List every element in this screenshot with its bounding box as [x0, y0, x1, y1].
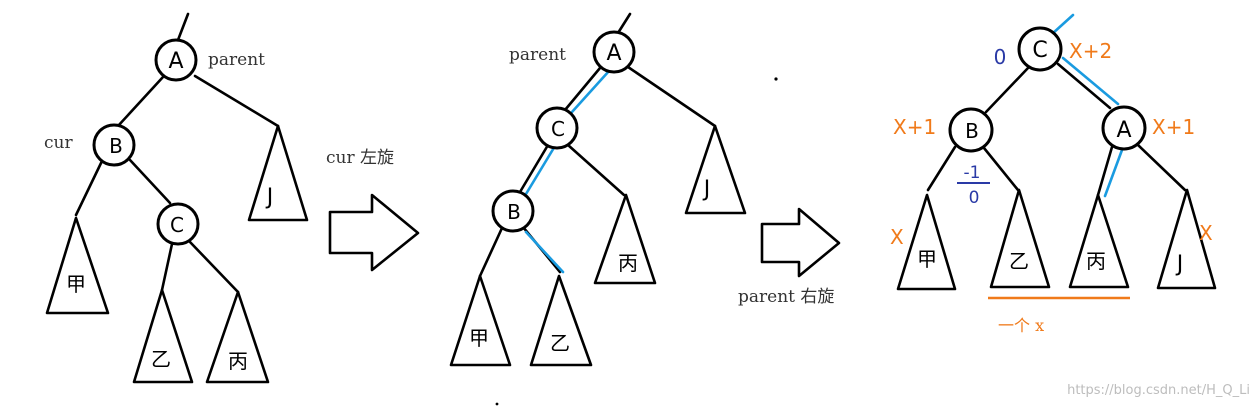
diagram-before: 甲 乙 丙 J A B C parent cur: [44, 12, 309, 384]
node-b-circle: [92, 123, 136, 167]
arrow-left-rotate: cur 左旋: [326, 148, 420, 272]
subtree2-yi-label: 乙: [550, 331, 570, 355]
node-a-circle: [154, 38, 198, 82]
subtree3-j-triangle: [1156, 188, 1217, 290]
node3-c-circle: [1017, 26, 1063, 72]
edge2-c-bing: [566, 143, 626, 197]
arrow2-label: parent 右旋: [738, 287, 834, 307]
node3-c-label: C: [1032, 38, 1047, 63]
subtree2-jia-label: 甲: [469, 326, 489, 350]
subtree-yi-triangle: [132, 288, 194, 384]
arrow1-shape: [328, 193, 420, 272]
subtree3-bing-triangle: [1068, 193, 1130, 289]
edge3-a-bing: [1096, 145, 1114, 197]
subtree3-yi-label: 乙: [1009, 249, 1029, 273]
edge-c-yi: [160, 242, 174, 292]
watermark-text: https://blog.csdn.net/H_Q_Li: [1067, 383, 1250, 398]
subtree-jia-triangle: [45, 216, 110, 315]
edge-a-j: [193, 74, 280, 128]
blue-stroke-a-bing: [1103, 148, 1124, 198]
subtree3-jia-triangle: [896, 193, 957, 291]
subtree-yi-label: 乙: [151, 347, 171, 371]
edge-a-b: [116, 75, 165, 128]
edge-b-jia: [74, 159, 104, 217]
blue-stroke-c-a: [1061, 56, 1120, 106]
node-a-label: A: [168, 49, 183, 74]
subtree-j-label: J: [265, 185, 274, 210]
subtree2-j-triangle: [684, 124, 747, 215]
edge3-c-b: [984, 66, 1030, 114]
height-bracket-label: 一个 x: [998, 316, 1044, 335]
node3-b-circle: [948, 107, 994, 153]
edge2-c-b: [518, 143, 550, 194]
subtree2-j-label: J: [702, 177, 711, 202]
subtree2-yi-triangle: [529, 274, 593, 367]
diagram-after-left-rotation: 甲 乙 丙 J A C B parent: [449, 12, 778, 367]
cur-label: cur: [44, 133, 73, 153]
height-jia: X: [890, 225, 904, 249]
node2-a-circle: [592, 30, 636, 74]
blue-stroke-b-yi: [524, 230, 565, 274]
height-a: X+1: [1152, 115, 1195, 139]
subtree2-bing-triangle: [593, 193, 657, 285]
subtree3-jia-label: 甲: [917, 247, 937, 271]
node-c-label: C: [170, 213, 184, 237]
blue-stroke-a-c: [570, 69, 611, 114]
edge-b-c: [128, 158, 172, 205]
node3-a-label: A: [1116, 118, 1131, 143]
subtree3-j-label: J: [1175, 252, 1184, 277]
node2-b-circle: [491, 189, 535, 233]
parent2-label: parent: [509, 45, 566, 65]
subtree3-yi-triangle: [989, 188, 1051, 289]
balance-c: 0: [994, 45, 1007, 69]
arrow-right-rotate: parent 右旋: [738, 207, 841, 307]
edge2-a-j: [626, 65, 717, 128]
subtree-bing-label: 丙: [228, 349, 248, 373]
edge2-b-jia: [478, 226, 504, 278]
balance-b-bottom: 0: [969, 188, 980, 208]
node2-a-label: A: [606, 41, 621, 66]
height-b: X+1: [893, 115, 936, 139]
stray-dot-bottom: [495, 402, 499, 406]
node-b-label: B: [109, 134, 123, 158]
edge2-a-c: [563, 66, 602, 112]
diagram-after-right-rotation: 甲 乙 丙 J C B A 0 -1 0 X+2 X+1 X+1 X X 一个 …: [890, 13, 1217, 335]
node-c-circle: [156, 202, 200, 246]
subtree-jia-label: 甲: [66, 272, 86, 296]
node2-b-label: B: [507, 200, 521, 224]
node2-c-label: C: [551, 117, 565, 141]
edge3-b-jia: [926, 145, 957, 192]
edge3-a-j: [1136, 143, 1187, 192]
node3-b-label: B: [965, 119, 979, 143]
balance-b-top: -1: [964, 163, 981, 183]
stray-dot: [774, 77, 778, 81]
node3-a-circle: [1101, 105, 1147, 151]
rotation-highlight: [524, 69, 611, 274]
subtree-j-triangle: [247, 124, 309, 222]
blue-stroke-c-b: [524, 144, 557, 196]
edge-c-bing: [188, 240, 240, 294]
edge2-a-up: [616, 12, 632, 35]
height-j: X: [1199, 221, 1213, 245]
arrow2-shape: [760, 207, 841, 278]
subtree-bing-triangle: [205, 290, 270, 384]
subtree2-bing-label: 丙: [618, 251, 638, 275]
subtree3-bing-label: 丙: [1086, 249, 1106, 273]
height-c: X+2: [1069, 39, 1112, 63]
arrow1-label: cur 左旋: [326, 148, 394, 168]
edge3-c-up: [1050, 13, 1075, 36]
node2-c-circle: [535, 106, 579, 150]
parent-label: parent: [208, 50, 265, 70]
edge-a-up: [176, 12, 190, 42]
edge3-b-yi: [982, 146, 1020, 192]
edge3-c-a: [1056, 62, 1112, 110]
subtree2-jia-triangle: [449, 274, 512, 367]
